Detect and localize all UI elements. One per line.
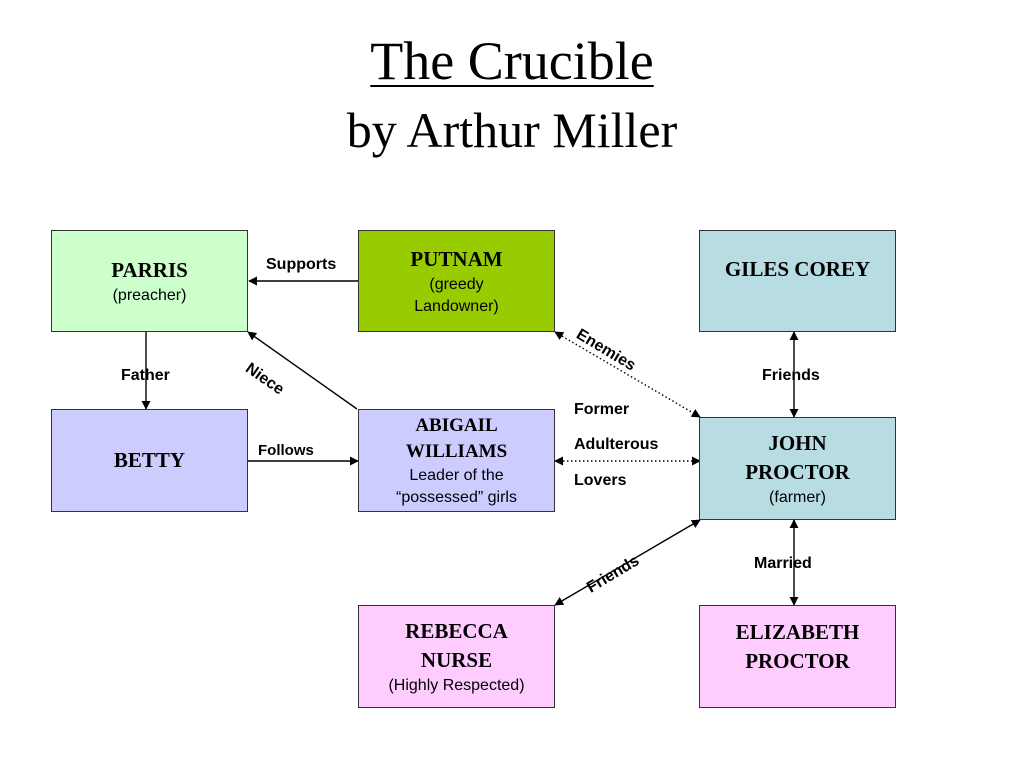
abigail-desc: Leader of the “possessed” girls bbox=[396, 466, 517, 506]
title-block: The Crucible by Arthur Miller bbox=[0, 28, 1024, 166]
node-betty: BETTY bbox=[51, 409, 248, 512]
node-parris: PARRIS (preacher) bbox=[51, 230, 248, 332]
rebecca-name: REBECCA NURSE bbox=[405, 618, 508, 672]
elizabeth-name: ELIZABETH PROCTOR bbox=[735, 620, 860, 673]
parris-name: PARRIS bbox=[111, 257, 188, 282]
node-elizabeth-proctor: ELIZABETH PROCTOR bbox=[699, 605, 896, 708]
friends-rebecca-arrow bbox=[554, 519, 701, 606]
betty-name: BETTY bbox=[113, 448, 186, 472]
proctor-desc: (farmer) bbox=[769, 488, 826, 506]
slide-title: The Crucible bbox=[370, 31, 654, 91]
putnam-name: PUTNAM bbox=[410, 247, 503, 271]
node-abigail-williams: ABIGAIL WILLIAMS Leader of the “possesse… bbox=[358, 409, 555, 512]
node-putnam: PUTNAM (greedy Landowner) bbox=[358, 230, 555, 332]
label-supports: Supports bbox=[266, 256, 337, 273]
label-friends-giles: Friends bbox=[762, 367, 820, 384]
putnam-desc: (greedy Landowner) bbox=[414, 276, 499, 315]
niece-arrow bbox=[247, 331, 358, 410]
label-adulterous: Adulterous bbox=[574, 436, 659, 453]
abigail-name: ABIGAIL WILLIAMS bbox=[405, 414, 508, 462]
label-follows: Follows bbox=[258, 442, 314, 459]
parris-desc: (preacher) bbox=[112, 286, 187, 304]
proctor-name: JOHN PROCTOR bbox=[745, 430, 850, 484]
giles-name: GILES COREY bbox=[724, 257, 871, 281]
node-john-proctor: JOHN PROCTOR (farmer) bbox=[699, 417, 896, 520]
node-rebecca-nurse: REBECCA NURSE (Highly Respected) bbox=[358, 605, 555, 708]
label-lovers: Lovers bbox=[574, 472, 627, 489]
label-married: Married bbox=[754, 555, 812, 572]
slide-subtitle: by Arthur Miller bbox=[346, 102, 678, 158]
label-former: Former bbox=[574, 401, 630, 418]
rebecca-desc: (Highly Respected) bbox=[388, 676, 525, 694]
label-father: Father bbox=[121, 367, 170, 384]
node-giles-corey: GILES COREY bbox=[699, 230, 896, 332]
enemies-arrow bbox=[554, 331, 701, 418]
